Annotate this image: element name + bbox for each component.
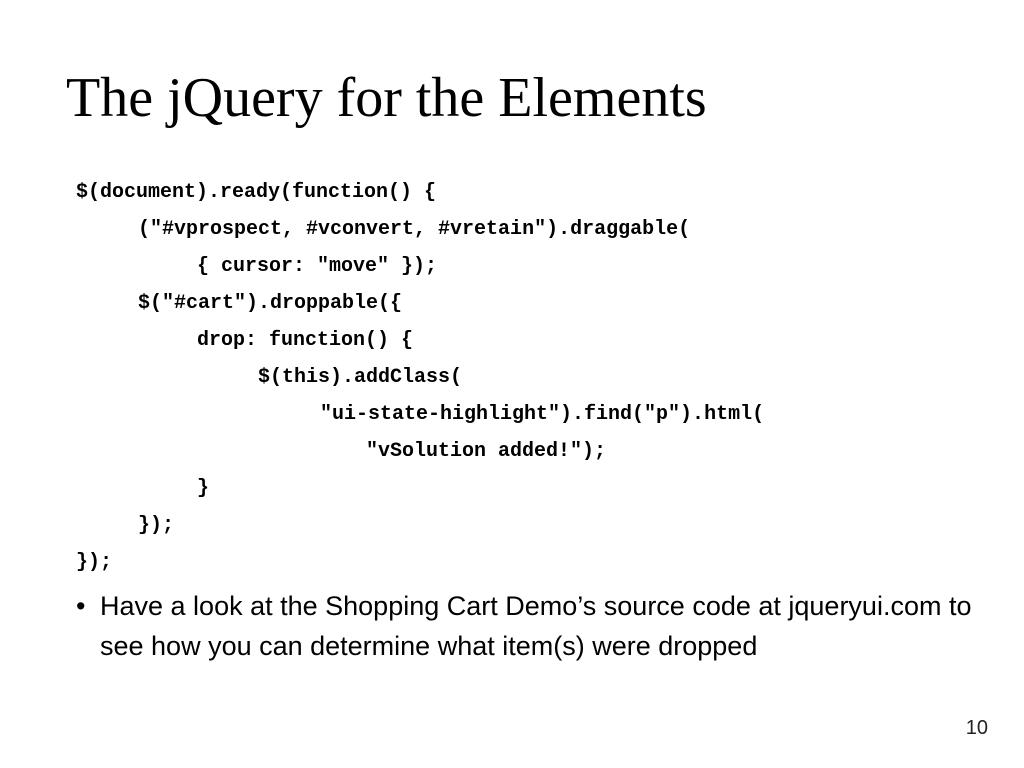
bullet-dot-icon: •	[76, 591, 86, 621]
code-line: });	[76, 551, 113, 574]
code-line: $(this).addClass(	[258, 366, 463, 389]
bullet-text: Have a look at the Shopping Cart Demo’s …	[100, 591, 972, 661]
bullet-item: • Have a look at the Shopping Cart Demo’…	[76, 586, 986, 666]
page-number: 10	[965, 717, 988, 739]
code-line: $(document).ready(function() {	[76, 181, 437, 204]
code-line: "vSolution added!");	[366, 440, 607, 463]
code-block: $(document).ready(function() { ("#vprosp…	[76, 174, 764, 581]
code-line: ("#vprospect, #vconvert, #vretain").drag…	[138, 218, 691, 241]
code-line: { cursor: "move" });	[197, 255, 438, 278]
code-line: "ui-state-highlight").find("p").html(	[320, 403, 765, 426]
slide-title: The jQuery for the Elements	[66, 67, 707, 129]
code-line: drop: function() {	[197, 329, 414, 352]
code-line: $("#cart").droppable({	[138, 292, 403, 315]
code-line: }	[197, 477, 210, 500]
code-line: });	[138, 514, 175, 537]
